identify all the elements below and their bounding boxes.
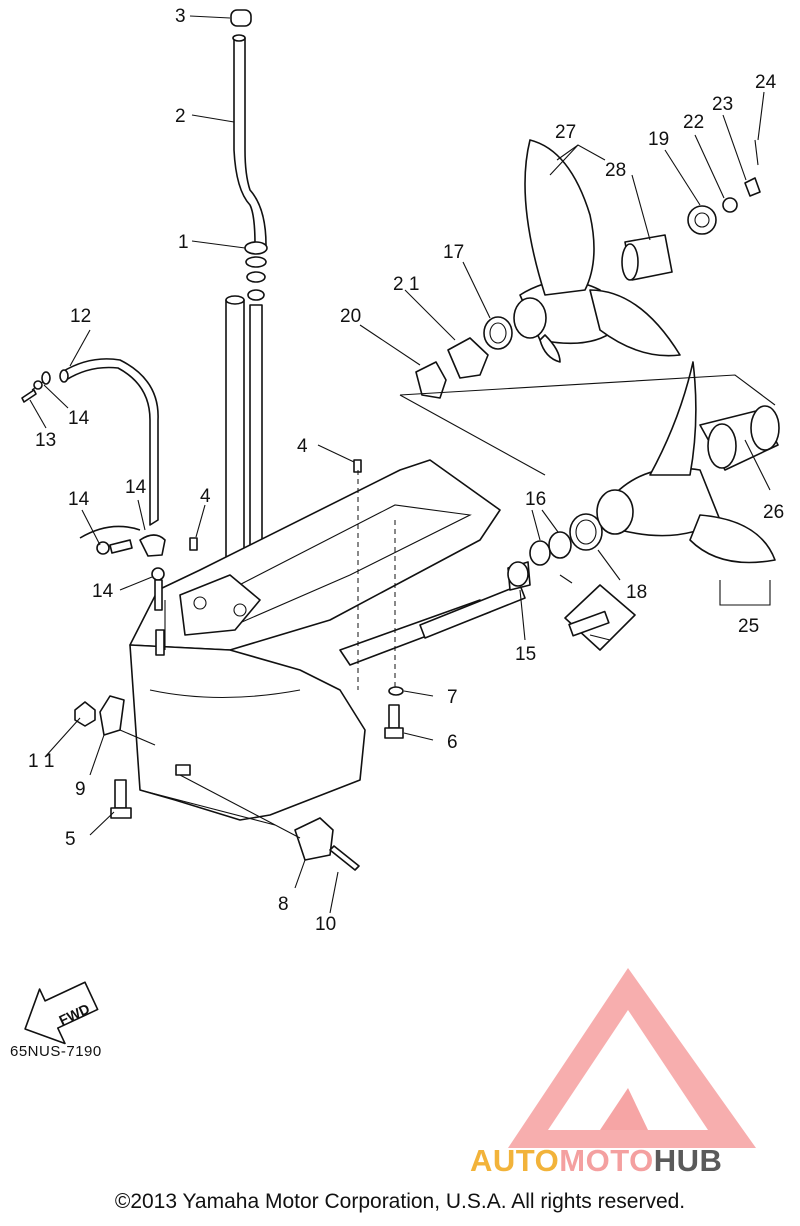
callout-13: 13 — [35, 430, 56, 451]
callout-14d: 14 — [92, 581, 114, 602]
prop-shaft-parts — [415, 316, 603, 591]
callout-14c: 14 — [125, 477, 147, 498]
shaft-tubes — [225, 295, 263, 561]
callout-28: 28 — [605, 160, 626, 181]
watermark-part2: MOTO — [559, 1143, 654, 1178]
callout-9: 9 — [75, 779, 86, 800]
copyright-notice: ©2013 Yamaha Motor Corporation, U.S.A. A… — [114, 1190, 686, 1213]
callout-27: 27 — [555, 122, 576, 143]
lower-casing — [129, 459, 526, 821]
propeller-lower — [596, 361, 780, 564]
drawing-code: 65NUS-7190 — [10, 1043, 102, 1060]
callout-12: 12 — [70, 306, 91, 327]
callout-10: 10 — [315, 914, 336, 935]
callout-19: 19 — [648, 129, 669, 150]
callout-16: 16 — [525, 489, 546, 510]
callout-labels: 3 2 1 12 14 13 4 14 14 4 14 1 1 9 5 7 6 … — [28, 6, 784, 935]
callout-24: 24 — [755, 72, 777, 93]
callout-5: 5 — [65, 829, 76, 850]
callout-4b: 4 — [200, 486, 211, 507]
callout-3: 3 — [175, 6, 186, 27]
watermark-part1: AUTO — [470, 1143, 560, 1178]
callout-23: 23 — [712, 94, 733, 115]
leader-lines — [29, 15, 776, 914]
callout-7: 7 — [447, 687, 458, 708]
callout-17: 17 — [443, 242, 464, 263]
callout-26: 26 — [763, 502, 784, 523]
callout-14b: 14 — [68, 489, 90, 510]
watermark-text: AUTOMOTOHUB — [470, 1143, 722, 1179]
callout-20: 20 — [340, 306, 361, 327]
water-tube-assembly — [230, 9, 268, 301]
callout-1: 1 — [178, 232, 189, 253]
callout-25: 25 — [738, 616, 759, 637]
watermark-logo — [508, 968, 756, 1148]
callout-4a: 4 — [297, 436, 308, 457]
callout-6: 6 — [447, 732, 458, 753]
callout-21: 2 1 — [393, 274, 419, 295]
fasteners — [74, 686, 404, 871]
callout-22: 22 — [683, 112, 704, 133]
callout-18: 18 — [626, 582, 647, 603]
detail-inset — [559, 574, 636, 651]
callout-15: 15 — [515, 644, 536, 665]
callout-8: 8 — [278, 894, 289, 915]
flush-hose — [21, 358, 362, 656]
callout-14a: 14 — [68, 408, 90, 429]
propeller-upper — [513, 139, 761, 363]
watermark-part3: HUB — [653, 1143, 723, 1178]
callout-11: 1 1 — [28, 751, 54, 772]
callout-2: 2 — [175, 106, 186, 127]
